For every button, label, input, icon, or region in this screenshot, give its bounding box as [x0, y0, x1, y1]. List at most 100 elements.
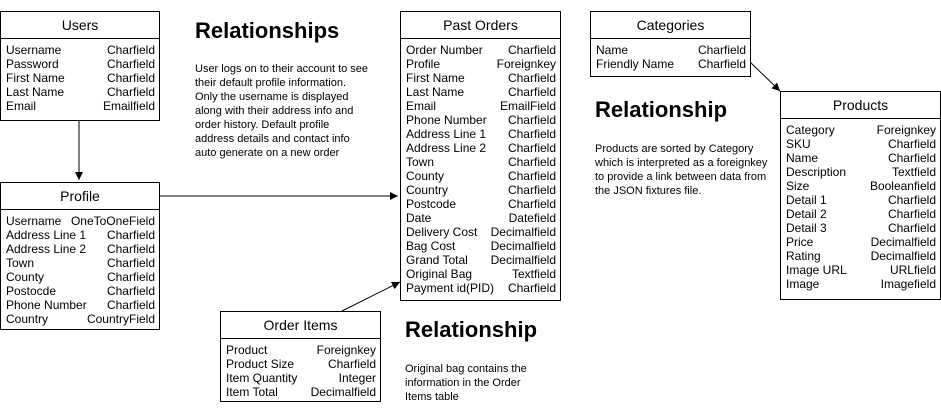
field-type: URLfield	[889, 263, 936, 277]
field-name: Category	[786, 123, 835, 137]
field-type: Textfield	[891, 165, 936, 179]
field-type: Foreignkey	[876, 123, 936, 137]
field-type: Charfield	[507, 71, 556, 85]
field-row: Image URL URLfield	[786, 263, 936, 277]
field-name: Address Line 1	[6, 228, 87, 242]
field-type: EmailField	[499, 99, 556, 113]
field-name: Town	[6, 256, 35, 270]
field-name: First Name	[406, 71, 465, 85]
order-items-table-title: Order Items	[221, 312, 380, 339]
field-type: Charfield	[106, 256, 155, 270]
field-type: Charfield	[106, 43, 155, 57]
field-type: Foreignkey	[316, 343, 376, 357]
field-type: Charfield	[106, 57, 155, 71]
field-row: Postocde Charfield	[6, 284, 155, 298]
field-row: Payment id(PID)Charfield	[406, 281, 556, 295]
field-type: Charfield	[106, 71, 155, 85]
field-type: CountryField	[86, 312, 155, 326]
field-name: Detail 1	[786, 193, 827, 207]
field-type: OneToOneField	[70, 214, 155, 228]
field-name: Product	[226, 343, 268, 357]
field-type: Decimalfield	[310, 385, 376, 399]
field-name: Rating	[786, 249, 821, 263]
field-name: Postocde	[6, 284, 57, 298]
order-items-table: Order Items Product Foreignkey Product Si…	[220, 311, 381, 402]
field-name: Profile	[406, 57, 441, 71]
field-row: Town Charfield	[6, 256, 155, 270]
field-row: Username OneToOneField	[6, 214, 155, 228]
field-type: Charfield	[887, 151, 936, 165]
field-type: Charfield	[507, 169, 556, 183]
field-type: Foreignkey	[496, 57, 556, 71]
field-type: Textfield	[511, 267, 556, 281]
field-type: Charfield	[507, 43, 556, 57]
field-row: Address Line 1 Charfield	[6, 228, 155, 242]
field-row: Country CountryField	[6, 312, 155, 326]
field-type: Charfield	[106, 242, 155, 256]
field-type: Charfield	[887, 193, 936, 207]
field-name: Town	[406, 155, 435, 169]
profile-table-title: Profile	[1, 183, 159, 210]
field-name: Password	[6, 57, 59, 71]
field-row: Original Bag Textfield	[406, 267, 556, 281]
field-name: Address Line 1	[406, 127, 487, 141]
field-name: Image URL	[786, 263, 847, 277]
field-type: Charfield	[507, 127, 556, 141]
field-name: Email	[6, 99, 37, 113]
field-type: Charfield	[507, 183, 556, 197]
field-row: First Name Charfield	[406, 71, 556, 85]
field-name: County	[6, 270, 45, 284]
field-type: Charfield	[887, 221, 936, 235]
field-name: Bag Cost	[406, 239, 456, 253]
categories-table-title: Categories	[591, 12, 750, 39]
field-type: Imagefield	[880, 277, 936, 291]
field-type: Charfield	[106, 85, 155, 99]
field-type: Charfield	[106, 284, 155, 298]
field-name: First Name	[6, 71, 65, 85]
profile-table: Profile Username OneToOneField Address Li…	[0, 182, 160, 330]
field-type: Charfield	[507, 197, 556, 211]
field-name: Phone Number	[406, 113, 487, 127]
field-row: Category Foreignkey	[786, 123, 936, 137]
field-name: Friendly Name	[596, 57, 675, 71]
order-items-to-past-orders-arrow	[341, 281, 401, 312]
user-profile-relationship-note: User logs on to their account to see the…	[195, 63, 369, 159]
field-type: Charfield	[887, 207, 936, 221]
field-row: First Name Charfield	[6, 71, 155, 85]
field-name: SKU	[786, 137, 811, 151]
field-type: Datefield	[508, 211, 556, 225]
field-name: Country	[406, 183, 449, 197]
past-orders-table-title: Past Orders	[401, 12, 560, 39]
field-name: Original Bag	[406, 267, 473, 281]
field-name: Country	[6, 312, 49, 326]
field-name: Username	[6, 214, 62, 228]
field-type: Charfield	[507, 155, 556, 169]
field-type: Charfield	[106, 228, 155, 242]
